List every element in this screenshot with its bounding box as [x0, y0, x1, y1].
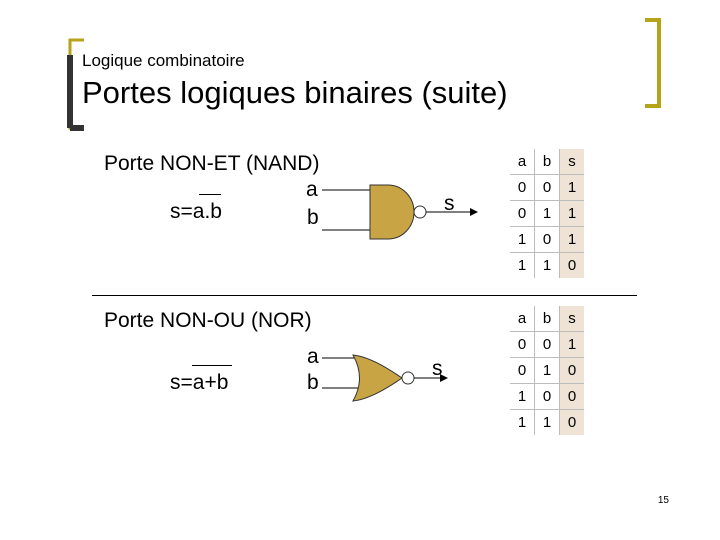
table-cell: 1	[559, 331, 584, 358]
slide-subtitle: Logique combinatoire	[82, 51, 245, 70]
right-bracket-decoration	[645, 18, 661, 108]
nor-output-label: s	[432, 357, 443, 380]
table-cell: 1	[534, 252, 560, 278]
nand-formula: s=a.b	[170, 200, 222, 224]
table-cell: 0	[534, 383, 560, 410]
header-cell: a	[510, 149, 535, 175]
nor-formula-overline	[192, 365, 232, 366]
nor-input-b-label: b	[307, 371, 319, 394]
table-cell: 1	[510, 226, 535, 253]
table-row: 1 1 0	[510, 252, 584, 278]
table-cell: 1	[559, 226, 584, 253]
nand-output-label: s	[444, 192, 455, 215]
slide-title: Portes logiques binaires (suite)	[82, 75, 508, 110]
nand-formula-overline	[199, 194, 221, 195]
nor-input-a-label: a	[307, 345, 319, 368]
table-cell: 0	[559, 252, 584, 278]
table-cell: 0	[534, 226, 560, 253]
table-cell: 1	[559, 174, 584, 201]
page-number: 15	[657, 495, 669, 506]
nor-formula: s=a+b	[170, 371, 228, 395]
table-row: 0 1 1	[510, 200, 584, 227]
nor-formula-text: s=a+b	[170, 371, 229, 394]
header-cell: s	[559, 149, 584, 175]
table-cell: 0	[534, 174, 560, 201]
table-cell: 0	[534, 331, 560, 358]
table-cell: 0	[559, 409, 584, 435]
header-cell: s	[559, 306, 584, 332]
nor-truth-table: a b s 0 0 1 0 1 0 1 0 0 1 1 0	[510, 306, 584, 435]
nand-formula-text: s=a.b	[170, 200, 222, 223]
left-bracket-decoration	[67, 38, 84, 131]
header-cell: b	[534, 306, 560, 332]
table-row: 0 0 1	[510, 174, 584, 201]
table-cell: 0	[559, 357, 584, 384]
table-cell: 1	[534, 200, 560, 227]
table-row: 1 1 0	[510, 409, 584, 435]
table-cell: 0	[510, 357, 535, 384]
table-row: 0 0 1	[510, 331, 584, 358]
table-cell: 1	[534, 357, 560, 384]
table-row: 1 0 1	[510, 226, 584, 253]
nand-input-b-label: b	[307, 206, 319, 229]
header-cell: b	[534, 149, 560, 175]
table-header-row: a b s	[510, 149, 584, 175]
table-cell: 0	[510, 331, 535, 358]
table-cell: 0	[559, 383, 584, 410]
header-cell: a	[510, 306, 535, 332]
table-cell: 1	[510, 409, 535, 435]
table-cell: 1	[534, 409, 560, 435]
nor-section-label: Porte NON-OU (NOR)	[104, 309, 312, 332]
table-header-row: a b s	[510, 306, 584, 332]
nand-input-a-label: a	[306, 178, 318, 201]
table-cell: 0	[510, 200, 535, 227]
table-cell: 1	[510, 252, 535, 278]
section-divider	[92, 295, 637, 296]
nand-truth-table: a b s 0 0 1 0 1 1 1 0 1 1 1 0	[510, 149, 584, 278]
table-cell: 1	[510, 383, 535, 410]
table-row: 0 1 0	[510, 357, 584, 384]
nand-section-label: Porte NON-ET (NAND)	[104, 152, 320, 175]
nand-gate-symbol	[322, 184, 478, 240]
table-row: 1 0 0	[510, 383, 584, 410]
table-cell: 1	[559, 200, 584, 227]
nor-gate-symbol	[322, 354, 448, 402]
table-cell: 0	[510, 174, 535, 201]
